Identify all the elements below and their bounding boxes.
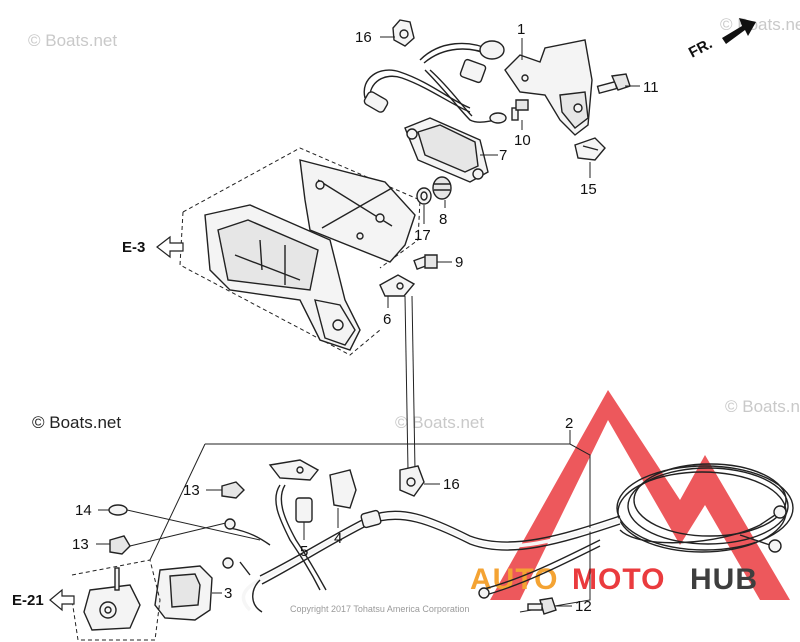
part6-bracket [379, 274, 416, 297]
part5-connector [295, 497, 313, 540]
ref-e21-label: E-21 [12, 592, 44, 609]
watermark-top-right: © Boats.net [720, 15, 800, 34]
automotohub-logo: AUTO MOTO HUB [470, 390, 790, 600]
upper-dashed-enclosure [179, 147, 421, 356]
callout-13-lower: 13 [72, 536, 89, 553]
part10-bolt [511, 99, 529, 121]
callout-4: 4 [334, 530, 342, 547]
callout-16-lower: 16 [443, 476, 460, 493]
part13-lower-nut [96, 521, 231, 555]
callout-11: 11 [643, 79, 659, 96]
part15-clip [574, 137, 606, 161]
lower-outline [149, 443, 591, 613]
callout-7: 7 [499, 147, 507, 164]
starter-terminal-box [71, 559, 161, 641]
callout-2: 2 [565, 415, 573, 432]
callout-6: 6 [383, 311, 391, 328]
part4-cap [329, 469, 357, 528]
control-module [404, 117, 489, 183]
ref-e3: E-3 [122, 235, 184, 259]
callout-13-upper: 13 [183, 482, 200, 499]
callout-16-upper: 16 [355, 29, 372, 46]
part12-bolt [527, 597, 572, 615]
watermark-right: © Boats.net [725, 397, 800, 416]
bracket-frame [204, 204, 361, 351]
logo-part-moto: MOTO [572, 563, 665, 596]
ref-e3-label: E-3 [122, 239, 145, 256]
callout-1: 1 [517, 21, 525, 38]
callout-14: 14 [75, 502, 92, 519]
part11-bolt [596, 73, 631, 95]
part14-washer [98, 504, 261, 541]
mounting-plate [299, 159, 416, 263]
watermark-mid-left: © Boats.net [32, 413, 121, 432]
upper-harness [363, 40, 507, 124]
callout-5: 5 [300, 543, 308, 560]
part16-upper-clamp [392, 19, 415, 47]
part2-harness-main [229, 484, 621, 613]
part2-harness-coil [616, 463, 794, 553]
callout-10: 10 [514, 132, 531, 149]
callout-12: 12 [575, 598, 592, 615]
part17-collar [416, 187, 432, 205]
copyright-text: Copyright 2017 Tohatsu America Corporati… [290, 604, 469, 614]
front-label: FR. [686, 35, 715, 61]
ring-terminals [222, 518, 236, 569]
part9-screw [413, 254, 438, 270]
part16-lower-clamp [399, 465, 440, 497]
part13-upper-nut [206, 481, 245, 499]
part8-grommet [432, 176, 452, 200]
callout-3: 3 [224, 585, 232, 602]
ref-e21: E-21 [12, 588, 75, 612]
callout-labels: 16 1 11 10 7 15 8 17 9 6 2 16 13 14 13 4… [72, 21, 659, 615]
callout-9: 9 [455, 254, 463, 271]
callout-15: 15 [580, 181, 597, 198]
part1-bracket [504, 39, 593, 136]
part3-solenoid [154, 565, 222, 621]
watermark-top-left: © Boats.net [28, 31, 117, 50]
callout-17: 17 [414, 227, 431, 244]
logo-part-hub: HUB [690, 563, 758, 596]
callout-8: 8 [439, 211, 447, 228]
watermark-mid-right: © Boats.net [395, 413, 484, 432]
terminal-bracket [268, 459, 320, 481]
upper-leaders [380, 36, 640, 471]
